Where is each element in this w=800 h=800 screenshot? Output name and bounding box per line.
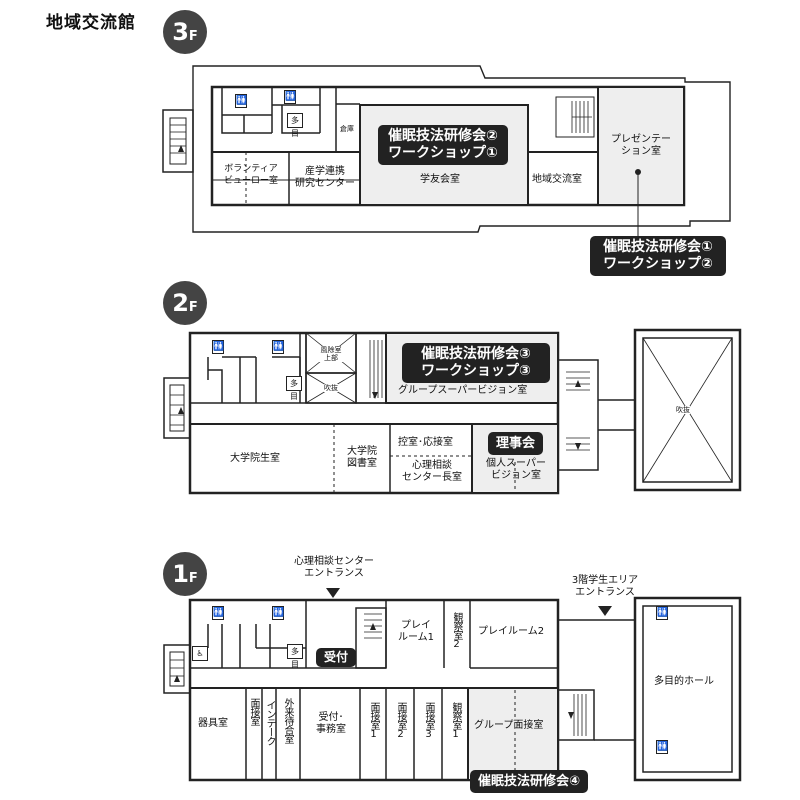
multipurpose-restroom-icon: 多目 xyxy=(287,644,303,669)
room-intake: インテーク xyxy=(264,700,275,745)
tag-board-meeting: 理事会 xyxy=(488,432,544,455)
room-group-supervision: グループスーパービジョン室 xyxy=(398,385,528,396)
room-vestibule-upper: 風除室 上部 xyxy=(312,346,350,362)
multipurpose-restroom-icon: 多目 xyxy=(286,376,302,401)
room-grad-library: 大学院 図書室 xyxy=(347,446,377,469)
room-presentation: プレゼンテー ション室 xyxy=(611,134,671,157)
room-multipurpose-hall: 多目的ホール xyxy=(654,676,714,687)
tag-reception: 受付 xyxy=(316,648,357,667)
floor-number: 3 xyxy=(172,18,189,46)
restroom-icon: 🚻 xyxy=(272,606,285,620)
page-title: 地域交流館 xyxy=(46,13,136,33)
room-waiting-reception: 控室･応接室 xyxy=(398,437,453,448)
entrance-arrow-right xyxy=(598,606,612,616)
room-group-interview: グループ面接室 xyxy=(474,720,544,732)
entrance-label-counseling-center: 心理相談センター エントランス xyxy=(294,556,374,579)
restroom-icon: 🚻 xyxy=(656,606,669,620)
floor-badge-2f: 2F xyxy=(163,281,207,325)
room-interview-3: 面接室3 xyxy=(423,702,434,739)
restroom-icon: 🚻 xyxy=(272,340,285,354)
room-community: 地域交流室 xyxy=(532,174,582,185)
multipurpose-restroom-icon: 多目 xyxy=(287,113,303,138)
f2-atrium-outline xyxy=(633,328,742,492)
entrance-label-student-area: 3階学生エリア エントランス xyxy=(571,575,639,598)
floor-suffix: F xyxy=(188,300,198,315)
restroom-icon: 🚻 xyxy=(284,90,297,104)
floor-number: 2 xyxy=(172,289,189,317)
room-volunteer-bureau: ボランティア ビューロー室 xyxy=(223,164,278,186)
f1-hall-outline xyxy=(633,596,742,782)
room-outpatient-waiting: 外来待合室 xyxy=(282,698,293,743)
room-individual-supervision: 個人スーパー ビジョン室 xyxy=(486,458,546,481)
floor-number: 1 xyxy=(172,560,189,588)
floor-suffix: F xyxy=(188,571,198,586)
room-interview-2: 面接室2 xyxy=(395,702,406,739)
restroom-icon: 🚻 xyxy=(212,340,225,354)
room-reception-office: 受付･ 事務室 xyxy=(316,712,346,735)
room-observation-2: 観察室2 xyxy=(451,612,462,649)
room-playroom-2: プレイルーム2 xyxy=(478,626,545,637)
floor-badge-3f: 3F xyxy=(163,10,207,54)
room-equipment: 器具室 xyxy=(198,718,228,729)
accessible-restroom-icon: ♿ xyxy=(192,646,208,661)
room-observation-1: 観察室1 xyxy=(450,702,461,739)
entrance-arrow-left xyxy=(326,588,340,598)
restroom-icon: 🚻 xyxy=(235,94,248,108)
room-gakuyu: 学友会室 xyxy=(420,174,460,185)
room-storage-3f: 倉庫 xyxy=(340,125,354,133)
tag-hypnosis-3-workshop-3: 催眠技法研修会③ ワークショップ③ xyxy=(402,343,550,383)
f3-outer-wall xyxy=(192,65,731,233)
room-void-small: 吹抜 xyxy=(324,384,338,392)
floor-badge-1f: 1F xyxy=(163,552,207,596)
room-industry-collab: 産学連携 研究センター xyxy=(295,166,355,189)
tag-hypnosis-4: 催眠技法研修会④ xyxy=(470,770,589,793)
tag-hypnosis-1-workshop-2: 催眠技法研修会① ワークショップ② xyxy=(590,236,726,276)
room-center-director: 心理相談 センター長室 xyxy=(402,460,462,483)
tag-hypnosis-2-workshop-1: 催眠技法研修会② ワークショップ① xyxy=(378,125,508,165)
room-interview-1: 面接室1 xyxy=(368,702,379,739)
restroom-icon: 🚻 xyxy=(656,740,669,754)
room-void-atrium: 吹抜 xyxy=(676,406,690,414)
floor-suffix: F xyxy=(188,29,198,44)
room-intake-interview: 面接室 xyxy=(248,698,259,725)
room-playroom-1: プレイ ルーム1 xyxy=(397,620,435,643)
restroom-icon: 🚻 xyxy=(212,606,225,620)
room-grad-students: 大学院生室 xyxy=(230,453,280,464)
